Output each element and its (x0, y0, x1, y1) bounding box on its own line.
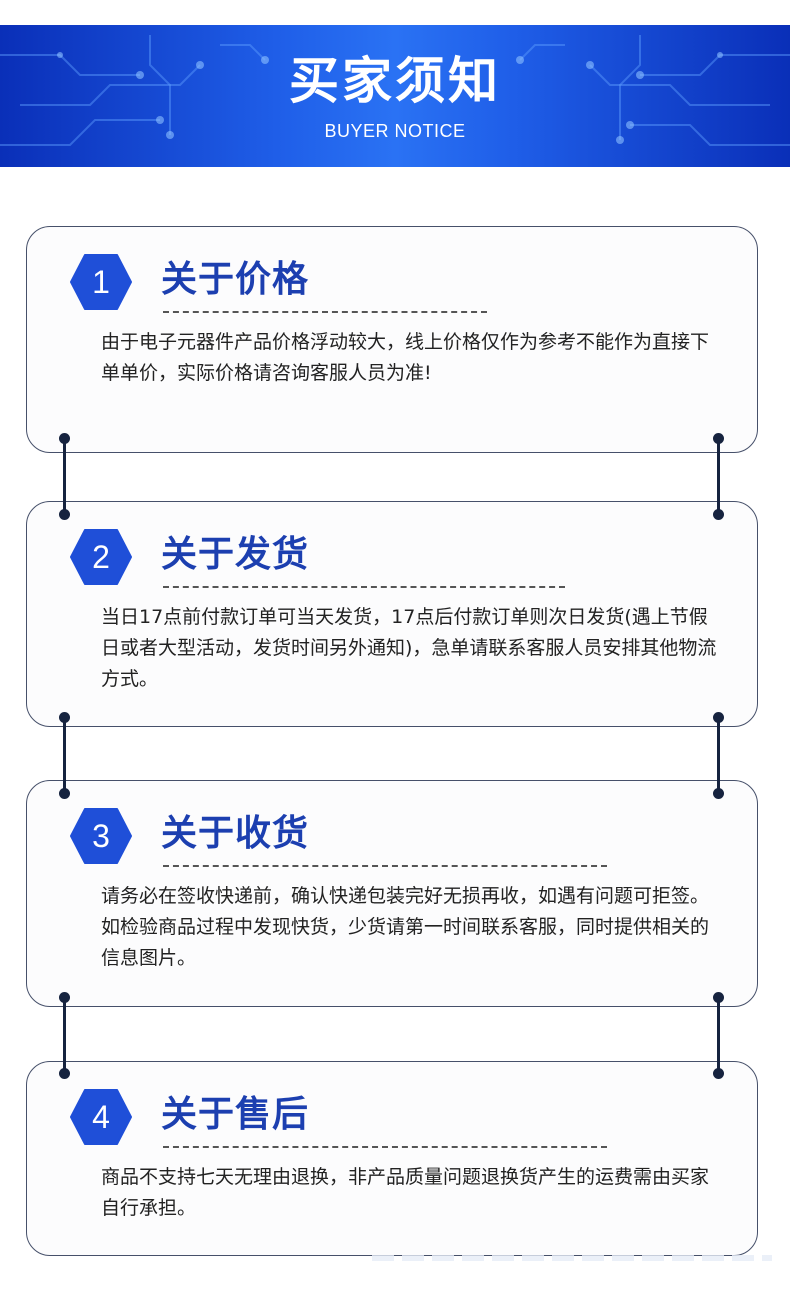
notice-card-price: 1 关于价格 由于电子元器件产品价格浮动较大，线上价格仅作为参考不能作为直接下单… (26, 226, 758, 453)
connector-line (717, 717, 720, 793)
connector-line (717, 997, 720, 1073)
page-title: 买家须知 (289, 52, 501, 110)
header-banner: 买家须知 BUYER NOTICE (0, 25, 790, 167)
section-number: 1 (92, 264, 110, 300)
connector-dot (713, 992, 724, 1003)
hexagon-badge-icon (70, 254, 132, 310)
connector-line (63, 438, 66, 514)
hexagon-badge-icon (70, 1089, 132, 1145)
connector-dot (713, 788, 724, 799)
title-divider (163, 1146, 607, 1148)
title-divider (163, 311, 487, 313)
connector-line (717, 438, 720, 514)
connector-dot (59, 788, 70, 799)
hexagon-badge-icon (70, 529, 132, 585)
section-text: 请务必在签收快递前，确认快递包装完好无损再收，如遇有问题可拒签。如检验商品过程中… (101, 885, 710, 969)
connector-line (63, 997, 66, 1073)
connector-dot (59, 712, 70, 723)
connector-dot (59, 1068, 70, 1079)
connector-line (63, 717, 66, 793)
connector-dot (713, 509, 724, 520)
title-divider (163, 865, 607, 867)
notice-card-receiving: 3 关于收货 请务必在签收快递前，确认快递包装完好无损再收，如遇有问题可拒签。如… (26, 780, 758, 1007)
title-divider (163, 586, 565, 588)
section-number: 2 (92, 539, 110, 575)
section-text: 商品不支持七天无理由退换，非产品质量问题退换货产生的运费需由买家自行承担。 (101, 1166, 710, 1219)
section-title: 关于收货 (161, 813, 310, 854)
hexagon-badge-icon (70, 808, 132, 864)
section-title: 关于价格 (161, 259, 310, 300)
notice-card-shipping: 2 关于发货 当日17点前付款订单可当天发货，17点后付款订单则次日发货(遇上节… (26, 501, 758, 727)
section-title: 关于发货 (161, 534, 310, 575)
decorative-strip (372, 1255, 772, 1261)
notice-card-aftersales: 4 关于售后 商品不支持七天无理由退换，非产品质量问题退换货产生的运费需由买家自… (26, 1061, 758, 1256)
connector-dot (713, 712, 724, 723)
connector-dot (59, 992, 70, 1003)
connector-dot (59, 509, 70, 520)
section-number: 3 (92, 818, 110, 854)
connector-dot (59, 433, 70, 444)
section-number: 4 (92, 1099, 110, 1135)
circuit-pattern (0, 35, 790, 146)
page-subtitle: BUYER NOTICE (324, 121, 466, 141)
section-text: 由于电子元器件产品价格浮动较大，线上价格仅作为参考不能作为直接下单单价，实际价格… (101, 331, 710, 384)
section-title: 关于售后 (161, 1094, 310, 1135)
connector-dot (713, 433, 724, 444)
section-text: 当日17点前付款订单可当天发货，17点后付款订单则次日发货(遇上节假日或者大型活… (101, 606, 717, 690)
connector-dot (713, 1068, 724, 1079)
